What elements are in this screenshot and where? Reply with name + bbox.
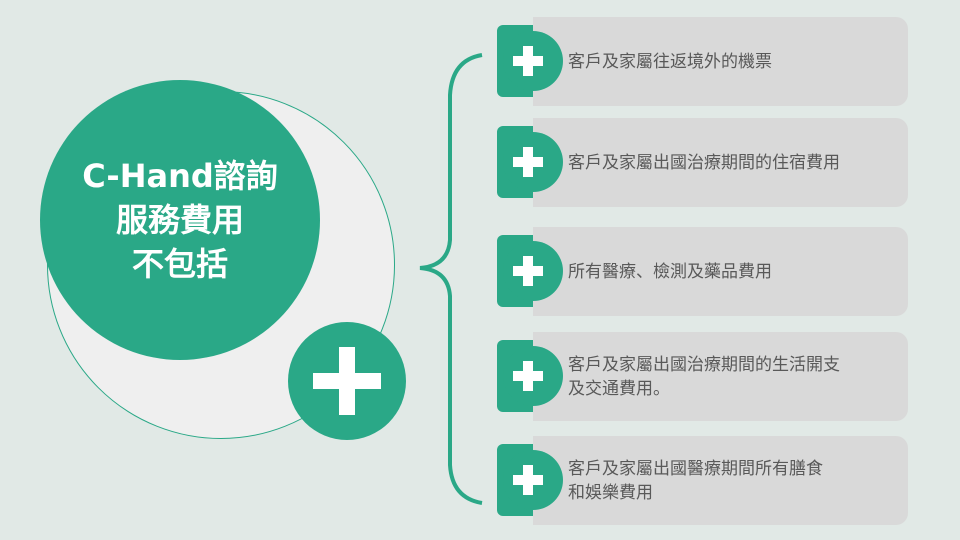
title-line-1: C-Hand諮詢: [82, 157, 278, 195]
item-text: 客戶及家屬出國治療期間的住宿費用: [568, 118, 840, 207]
item-text-line: 客戶及家屬往返境外的機票: [568, 51, 772, 72]
title-line-2: 服務費用: [115, 201, 244, 239]
plus-icon: [503, 132, 563, 192]
item-text: 所有醫療、檢測及藥品費用: [568, 227, 772, 316]
item-card: [533, 332, 908, 421]
item-text-line: 及交通費用。: [568, 378, 670, 399]
item-text-line: 客戶及家屬出國治療期間的住宿費用: [568, 152, 840, 173]
item-card: [533, 436, 908, 525]
item-card: [533, 17, 908, 106]
plus-icon: [503, 31, 563, 91]
item-card: [533, 118, 908, 207]
item-text-line: 所有醫療、檢測及藥品費用: [568, 261, 772, 282]
item-text-line: 和娛樂費用: [568, 482, 653, 503]
plus-icon: [503, 346, 563, 406]
plus-icon: [503, 241, 563, 301]
item-text-line: 客戶及家屬出國醫療期間所有膳食: [568, 458, 823, 479]
item-card: [533, 227, 908, 316]
plus-icon: [503, 450, 563, 510]
item-text: 客戶及家屬出國治療期間的生活開支及交通費用。: [568, 332, 840, 421]
item-text-line: 客戶及家屬出國治療期間的生活開支: [568, 354, 840, 375]
title-circle: C-Hand諮詢 服務費用 不包括: [40, 80, 320, 360]
item-text: 客戶及家屬往返境外的機票: [568, 17, 772, 106]
plus-icon: [288, 322, 406, 440]
title-line-3: 不包括: [131, 245, 228, 283]
item-text: 客戶及家屬出國醫療期間所有膳食和娛樂費用: [568, 436, 823, 525]
